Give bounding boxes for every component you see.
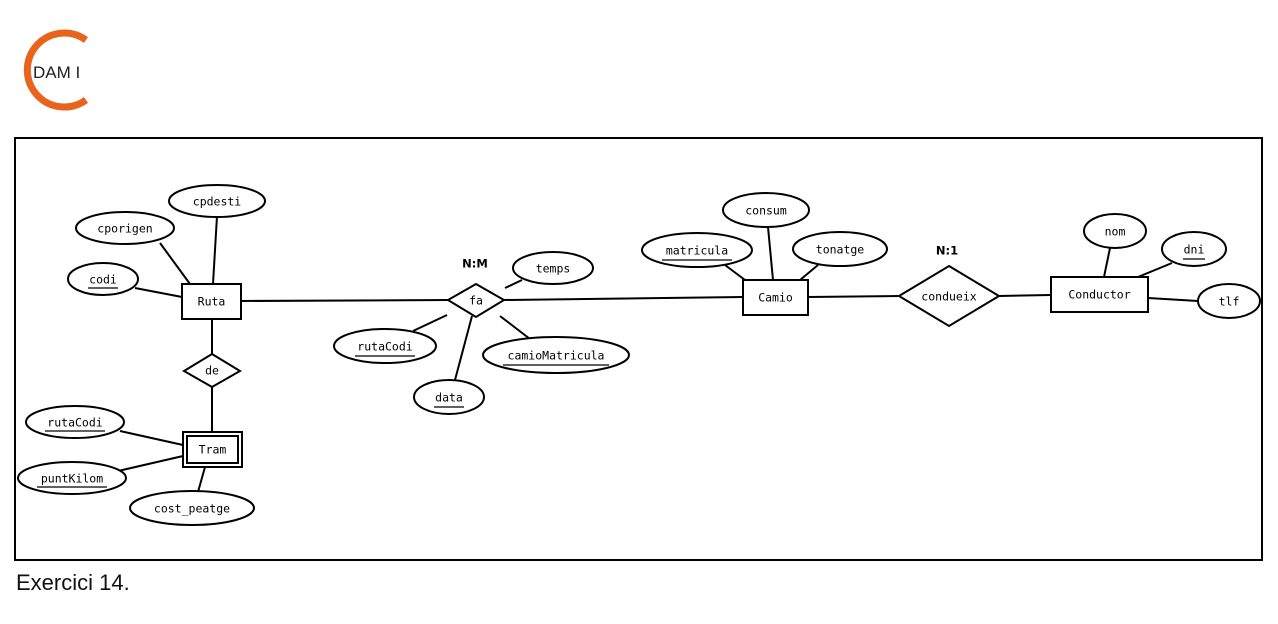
attribute-label: cporigen xyxy=(97,222,152,236)
edge-temps-fa xyxy=(504,279,523,289)
entity-label: Camio xyxy=(758,291,793,305)
attribute-label: cpdesti xyxy=(193,195,242,209)
logo-text: DAM I xyxy=(33,63,80,82)
attribute-label: consum xyxy=(745,204,787,218)
figure-caption: Exercici 14. xyxy=(16,570,130,595)
attribute-label: camioMatricula xyxy=(508,349,605,363)
attribute-label: tonatge xyxy=(816,243,865,257)
edge-rutacodi-fa xyxy=(412,314,448,332)
attribute-data: data xyxy=(413,379,485,415)
attribute-label: matricula xyxy=(666,244,728,258)
attribute-cporigen: cporigen xyxy=(75,211,175,245)
attribute-label: puntKilom xyxy=(41,472,103,486)
edge-puntkilom-tram xyxy=(117,455,184,472)
edge-fa-camio xyxy=(503,296,744,301)
entity-tram: Tram xyxy=(182,431,243,468)
entity-label: Tram xyxy=(199,443,227,457)
edges xyxy=(117,215,1199,493)
edge-data-fa xyxy=(454,315,473,381)
edge-ruta-fa xyxy=(240,299,450,302)
attribute-codi: codi xyxy=(67,262,139,296)
edge-camio-condueix xyxy=(807,295,899,298)
edge-matricula-camio xyxy=(724,264,746,281)
edge-condueix-conductor xyxy=(998,294,1052,297)
relationship-label: de xyxy=(205,364,219,378)
attribute-label: nom xyxy=(1105,225,1126,239)
dam-logo: DAM I xyxy=(23,29,89,111)
logo-arc xyxy=(23,29,89,111)
attribute-cpdesti: cpdesti xyxy=(168,184,266,218)
edge-camiomatricula-fa xyxy=(499,315,531,340)
attribute-label: data xyxy=(435,391,463,405)
relationship-de: de xyxy=(182,352,242,389)
attribute-nom: nom xyxy=(1083,213,1147,249)
edge-tonatge-camio xyxy=(799,264,819,281)
relationship-label: fa xyxy=(469,294,483,308)
edge-rutacodi-tram xyxy=(119,430,184,446)
relationship-condueix: condueix N:1 xyxy=(897,244,1001,328)
edge-cpdesti-ruta xyxy=(212,215,218,285)
edge-cporigen-ruta xyxy=(159,242,191,285)
edge-consum-camio xyxy=(767,226,774,281)
attribute-camiomatricula: camioMatricula xyxy=(482,336,630,374)
attribute-cost-peatge: cost_peatge xyxy=(129,490,255,526)
edge-nom-conductor xyxy=(1103,247,1111,278)
relationship-label: condueix xyxy=(921,290,976,304)
attribute-consum: consum xyxy=(722,192,810,228)
entity-label: Ruta xyxy=(198,295,226,309)
attribute-label: rutaCodi xyxy=(357,340,412,354)
cardinality-label: N:1 xyxy=(936,244,958,258)
attribute-label: dni xyxy=(1184,243,1205,257)
edge-dni-conductor xyxy=(1137,262,1173,278)
attribute-label: rutaCodi xyxy=(47,416,102,430)
attribute-label: codi xyxy=(89,273,117,287)
attribute-fa-rutacodi: rutaCodi xyxy=(333,328,437,364)
edge-costpeatge-tram xyxy=(197,466,206,493)
attribute-label: temps xyxy=(536,262,571,276)
entity-ruta: Ruta xyxy=(181,283,242,320)
entity-label: Conductor xyxy=(1068,288,1130,302)
edge-codi-ruta xyxy=(134,287,183,298)
edge-tlf-conductor xyxy=(1147,297,1199,302)
attribute-label: cost_peatge xyxy=(154,502,230,516)
attribute-temps: temps xyxy=(512,251,594,285)
attribute-matricula: matricula xyxy=(641,232,753,268)
attribute-tonatge: tonatge xyxy=(792,231,888,267)
relationship-fa: fa N:M xyxy=(446,257,506,319)
attribute-label: tlf xyxy=(1219,295,1240,309)
cardinality-label: N:M xyxy=(462,257,488,271)
attribute-dni: dni xyxy=(1161,231,1227,267)
attribute-tram-rutacodi: rutaCodi xyxy=(25,405,125,439)
entity-camio: Camio xyxy=(742,279,809,316)
attribute-tlf: tlf xyxy=(1197,283,1261,319)
attribute-puntkilom: puntKilom xyxy=(17,461,127,495)
entity-conductor: Conductor xyxy=(1050,276,1149,313)
